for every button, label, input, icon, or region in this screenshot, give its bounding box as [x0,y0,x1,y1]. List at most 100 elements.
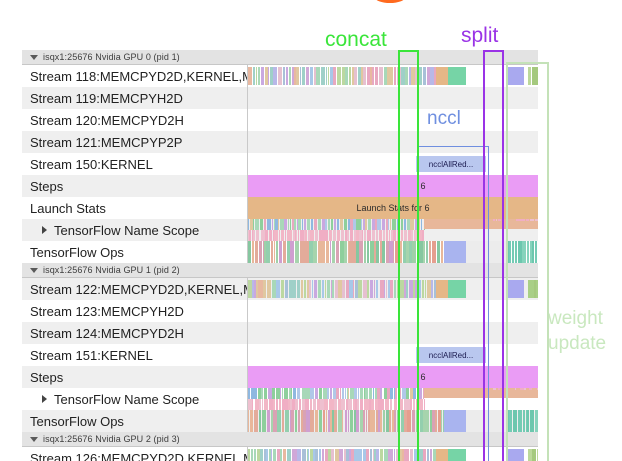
trace-slice[interactable] [328,448,332,461]
trace-slice[interactable] [415,410,419,432]
trace-slice[interactable] [270,230,273,241]
trace-slice[interactable] [330,388,332,399]
trace-slice[interactable] [378,410,380,432]
trace-slice[interactable] [389,410,392,432]
row-label[interactable]: TensorFlow Name Scope [22,219,247,241]
trace-slice[interactable] [427,410,430,432]
trace-slice[interactable] [265,230,269,241]
trace-slice[interactable] [374,241,376,263]
trace-slice[interactable] [386,230,388,241]
trace-slice[interactable] [273,219,276,230]
trace-slice[interactable] [259,399,262,410]
trace-slice[interactable] [426,66,430,85]
trace-slice[interactable] [509,219,512,222]
trace-slice[interactable] [401,388,406,399]
trace-slice[interactable] [325,219,328,230]
trace-slice[interactable] [288,66,292,85]
trace-slice[interactable] [536,279,538,298]
trace-slice[interactable] [297,279,300,298]
trace-slice[interactable] [253,410,258,432]
trace-slice[interactable] [294,219,297,230]
trace-slice[interactable] [348,388,350,399]
trace-slice[interactable] [260,230,262,241]
trace-slice[interactable] [301,388,306,399]
trace-slice[interactable] [432,410,435,432]
trace-slice[interactable] [412,241,416,263]
trace-slice[interactable] [273,448,277,461]
trace-slice[interactable] [252,230,256,241]
trace-slice[interactable] [321,230,324,241]
trace-slice[interactable] [357,388,360,399]
trace-slice[interactable] [419,388,423,399]
trace-slice[interactable] [417,219,420,230]
row-label[interactable]: Stream 126:MEMCPYD2D,KERNEL,MI [22,447,247,461]
trace-slice[interactable] [334,410,338,432]
trace-slice[interactable] [422,388,424,399]
trace-slice[interactable] [386,66,389,85]
trace-slice[interactable] [356,230,359,241]
trace-slice[interactable] [410,219,414,230]
trace-slice[interactable] [527,410,529,432]
steps-bar[interactable] [248,366,538,388]
row-track[interactable] [247,241,538,263]
row-track[interactable] [247,109,538,131]
trace-slice[interactable] [360,388,364,399]
trace-slice[interactable] [268,66,270,85]
trace-slice[interactable] [536,388,538,391]
trace-slice[interactable] [309,66,314,85]
trace-slice[interactable] [379,279,384,298]
trace-slice[interactable] [317,279,321,298]
trace-slice[interactable] [411,66,416,85]
trace-block[interactable] [436,449,448,461]
trace-slice[interactable] [322,448,325,461]
trace-slice[interactable] [336,241,339,263]
trace-slice[interactable] [387,448,391,461]
trace-slice[interactable] [349,241,353,263]
trace-slice[interactable] [315,448,318,461]
trace-slice[interactable] [325,448,329,461]
trace-slice[interactable] [343,448,346,461]
trace-slice[interactable] [291,279,296,298]
row-label[interactable]: Stream 121:MEMCPYP2P [22,131,247,153]
trace-slice[interactable] [397,410,400,432]
trace-slice[interactable] [250,448,254,461]
trace-slice[interactable] [255,66,258,85]
trace-slice[interactable] [403,279,406,298]
trace-slice[interactable] [376,410,379,432]
trace-slice[interactable] [360,410,364,432]
trace-slice[interactable] [317,399,320,410]
trace-slice[interactable] [297,448,302,461]
trace-slice[interactable] [292,399,296,410]
trace-slice[interactable] [393,279,396,298]
trace-slice[interactable] [259,219,263,230]
trace-slice[interactable] [379,241,382,263]
trace-slice[interactable] [436,241,441,263]
trace-slice[interactable] [354,279,358,298]
trace-block[interactable] [506,67,524,85]
trace-slice[interactable] [360,399,364,410]
trace-slice[interactable] [535,66,538,85]
trace-slice[interactable] [313,448,315,461]
trace-slice[interactable] [296,219,299,230]
trace-slice[interactable] [414,219,417,230]
trace-slice[interactable] [395,388,398,399]
trace-slice[interactable] [376,230,378,241]
trace-slice[interactable] [277,219,279,230]
trace-slice[interactable] [376,448,379,461]
trace-slice[interactable] [285,410,289,432]
trace-slice[interactable] [361,66,363,85]
timeline-row[interactable]: Stream 122:MEMCPYD2D,KERNEL,MI [22,278,538,300]
trace-slice[interactable] [330,241,332,263]
trace-slice[interactable] [269,66,273,85]
row-label[interactable]: Stream 118:MEMCPYD2D,KERNEL,ME [22,65,247,87]
trace-slice[interactable] [522,410,525,432]
trace-slice[interactable] [370,410,372,432]
trace-slice[interactable] [423,410,427,432]
trace-slice[interactable] [430,279,434,298]
trace-slice[interactable] [400,410,405,432]
trace-slice[interactable] [432,448,436,461]
trace-slice[interactable] [272,230,274,241]
trace-slice[interactable] [307,230,311,241]
trace-slice[interactable] [349,279,353,298]
